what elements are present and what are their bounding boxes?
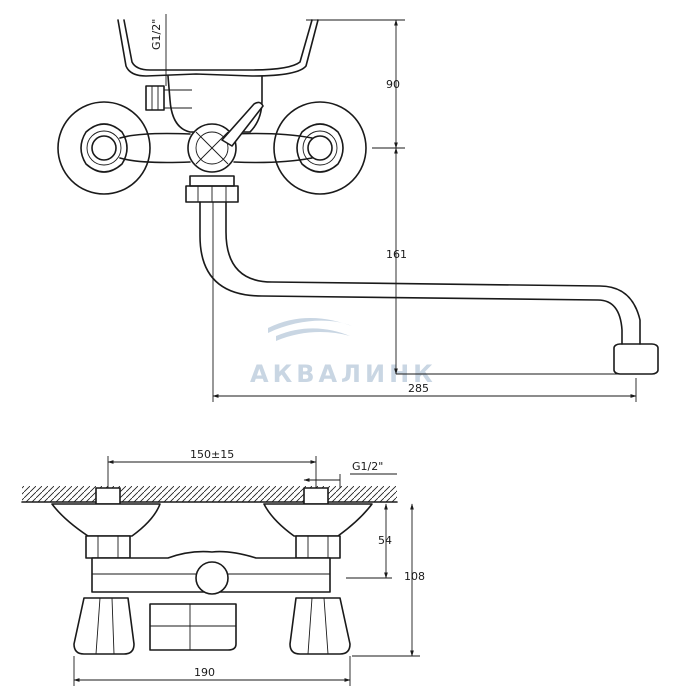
dim-label-54: 54 <box>378 534 392 547</box>
left-valve-nut <box>80 123 128 173</box>
left-handle-top <box>73 597 135 655</box>
dim-label-161: 161 <box>386 248 407 261</box>
dim-label-108: 108 <box>404 570 425 583</box>
dim-label-190: 190 <box>194 666 215 679</box>
right-hex-nut <box>295 535 341 559</box>
right-wall-connector <box>303 487 329 505</box>
left-wall-connector <box>95 487 121 505</box>
spout-stub-top <box>149 603 237 651</box>
right-handle-top <box>289 597 351 655</box>
left-hex-nut <box>85 535 131 559</box>
right-valve-nut <box>296 123 344 173</box>
right-rosette-top <box>263 503 373 537</box>
wave-logo-icon <box>268 317 352 341</box>
aerator <box>613 343 659 375</box>
thread-label-bottom: G1/2" <box>352 460 383 473</box>
dim-label-285: 285 <box>408 382 429 395</box>
left-rosette-top <box>51 503 161 537</box>
watermark-logo: АКВАЛИНК <box>250 317 433 388</box>
front-view: 90 161 285 G1/2" <box>57 14 659 402</box>
spout <box>199 201 641 345</box>
dim-label-90: 90 <box>386 78 400 91</box>
dim-label-150: 150±15 <box>190 448 234 461</box>
spout-nut-top <box>189 175 235 187</box>
left-rosette <box>57 101 151 195</box>
diverter-top <box>195 561 229 595</box>
handle-lever <box>117 19 319 77</box>
right-rosette <box>273 101 367 195</box>
wall-hatch <box>22 486 397 502</box>
top-down-view: 150±15 G1/2" 54 108 190 <box>21 448 425 686</box>
thread-stub <box>145 85 165 111</box>
thread-label-top: G1/2" <box>150 19 163 50</box>
diverter-lever <box>221 101 264 147</box>
